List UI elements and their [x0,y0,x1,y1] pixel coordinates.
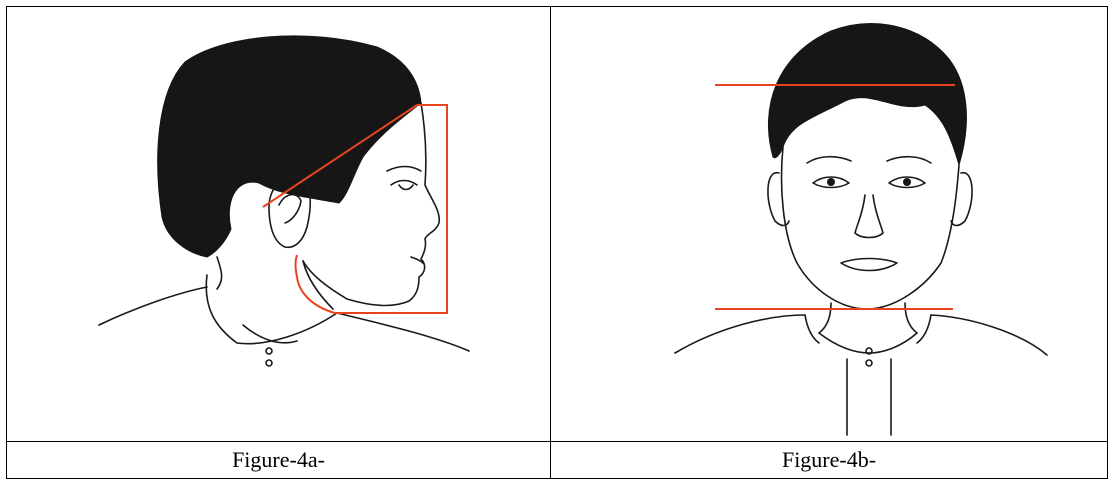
figure-table: Figure-4a- Figure-4b- [6,6,1108,479]
frontal-pupil-left [827,178,835,186]
frontal-button-2 [866,360,872,366]
profile-neck [217,257,333,309]
figure-4a-caption: Figure-4a- [7,442,551,479]
frontal-mouth [841,259,897,271]
frontal-nose [855,195,883,238]
frontal-face-outline [782,147,959,309]
profile-head-illustration [7,7,550,441]
frontal-eyebrow-left [807,157,851,163]
figure-image-row [7,7,1108,442]
profile-eye [391,181,417,190]
figure-4b-caption: Figure-4b- [551,442,1108,479]
profile-button-2 [266,360,272,366]
profile-eyebrow [387,167,421,172]
frontal-ear-left [768,173,789,226]
frontal-ear-right [951,173,972,226]
frontal-shoulders [675,315,1047,355]
figure-4b-cell [551,7,1108,442]
figure-4a-cell [7,7,551,442]
frontal-eyebrow-right [887,157,931,163]
frontal-head-illustration [551,7,1107,441]
frontal-hair [768,24,966,165]
frontal-collar [805,315,931,353]
frontal-shirt-placket [847,359,891,435]
profile-collar [206,275,337,344]
figure-caption-row: Figure-4a- Figure-4b- [7,442,1108,479]
profile-hair [158,36,421,257]
profile-button-1 [266,348,272,354]
frontal-neck [819,303,917,333]
frontal-pupil-right [903,178,911,186]
